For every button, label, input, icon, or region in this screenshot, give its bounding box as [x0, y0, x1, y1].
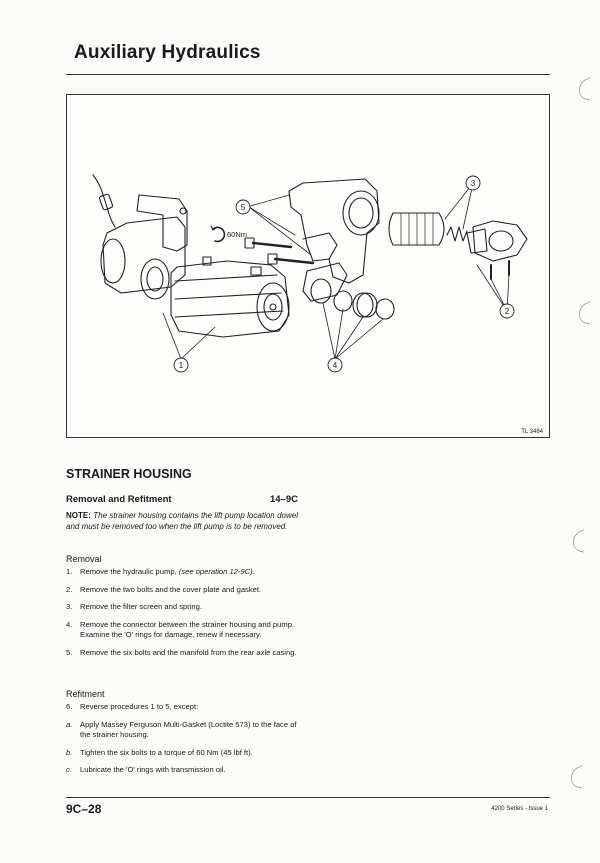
step-text: Remove the connector between the straine… [80, 619, 295, 640]
binder-hole-mark [579, 77, 591, 101]
o-ring-2 [375, 298, 395, 320]
bolt-lower [273, 257, 315, 265]
step-4: 4. Remove the connector between the stra… [66, 620, 298, 641]
refitment-heading: Refitment [66, 689, 105, 699]
subsection-header: Removal and Refitment 14–9C [66, 494, 298, 505]
filter-screen [388, 212, 445, 246]
callout-3: 3 [471, 179, 476, 188]
step-number: c. [66, 765, 72, 774]
binder-hole-mark [573, 529, 585, 553]
pump-port [140, 258, 170, 300]
section-title: STRAINER HOUSING [66, 467, 192, 481]
diagram-drawing: 1 5 4 3 2 60Nm [92, 174, 528, 373]
cover-plate [472, 220, 528, 262]
step-text: Remove the hydraulic pump, [80, 567, 179, 576]
step-number: a. [66, 719, 73, 729]
removal-heading: Removal [66, 554, 102, 564]
page-number: 9C–28 [66, 802, 102, 816]
step-number: 6. [66, 702, 73, 711]
callout-5: 5 [241, 203, 246, 212]
step-number: 1. [66, 567, 73, 576]
pump-rear-body [102, 216, 186, 294]
step-text: Reverse procedures 1 to 5, except: [80, 702, 199, 711]
hose [92, 174, 116, 228]
callout-circle-4 [327, 357, 343, 373]
callout-circle-3 [465, 175, 481, 191]
step-reference: (see operation 12-9C). [178, 567, 255, 576]
operation-number: 14–9C [270, 494, 298, 505]
step-3: 3. Remove the filter screen and spring. [66, 602, 298, 613]
pump-rear-face [100, 238, 126, 284]
hose-fitting [98, 193, 114, 211]
binder-hole-mark [571, 765, 583, 789]
footer-rule [66, 797, 550, 798]
step-1: 1. Remove the hydraulic pump, (see opera… [66, 567, 298, 578]
callout-2: 2 [505, 307, 510, 316]
note: NOTE: The strainer housing contains the … [66, 510, 298, 532]
step-number: 3. [66, 602, 73, 611]
gasket [466, 228, 488, 254]
step-text: Remove the six bolts and the manifold fr… [80, 647, 297, 657]
header-rule [66, 74, 550, 75]
connector [352, 292, 374, 318]
refitment-steps: 6. Reverse procedures 1 to 5, except: a.… [66, 702, 298, 783]
figure-reference: TL 3484 [521, 429, 543, 435]
note-label: NOTE: [66, 511, 91, 520]
step-6: 6. Reverse procedures 1 to 5, except: [66, 702, 298, 713]
pump-bracket [136, 194, 188, 252]
step-text: Remove the two bolts and the cover plate… [80, 584, 262, 594]
exploded-diagram: 1 5 4 3 2 60Nm TL 3484 [66, 94, 550, 438]
step-number: 5. [66, 647, 73, 657]
step-text: Lubricate the 'O' rings with transmissio… [80, 765, 226, 774]
page-title: Auxiliary Hydraulics [74, 42, 261, 63]
step-a: a. Apply Massey Ferguson Multi-Gasket (L… [66, 720, 298, 741]
step-b: b. Tighten the six bolts to a torque of … [66, 748, 298, 759]
step-text: Remove the filter screen and spring. [80, 602, 202, 611]
torque-label: 60Nm [227, 230, 247, 239]
callout-circle-1 [173, 357, 189, 373]
callout-1: 1 [179, 361, 184, 370]
removal-steps: 1. Remove the hydraulic pump, (see opera… [66, 567, 298, 665]
spring [446, 226, 468, 242]
step-text: Apply Massey Ferguson Multi-Gasket (Loct… [80, 719, 297, 740]
torque-arrow [212, 226, 226, 243]
step-number: b. [66, 747, 73, 757]
step-2: 2. Remove the two bolts and the cover pl… [66, 585, 298, 596]
binder-hole-mark [579, 301, 591, 325]
step-5: 5. Remove the six bolts and the manifold… [66, 648, 298, 659]
step-number: 4. [66, 619, 73, 629]
step-number: 2. [66, 584, 73, 594]
series-issue: 4200 Series - Issue 1 [491, 806, 548, 812]
callout-circle-5 [235, 199, 251, 215]
strainer-housing [288, 178, 380, 284]
pump-front-body [170, 260, 290, 338]
callout-4: 4 [333, 361, 338, 370]
pump-front-face [256, 282, 290, 332]
subsection-title: Removal and Refitment [66, 494, 172, 505]
step-text: Tighten the six bolts to a torque of 60 … [80, 747, 253, 757]
housing-bore [342, 190, 380, 236]
o-ring-1 [333, 290, 353, 312]
callout-circle-2 [499, 303, 515, 319]
bolt-upper [251, 241, 293, 249]
note-text: The strainer housing contains the lift p… [66, 511, 298, 531]
step-c: c. Lubricate the 'O' rings with transmis… [66, 765, 298, 776]
